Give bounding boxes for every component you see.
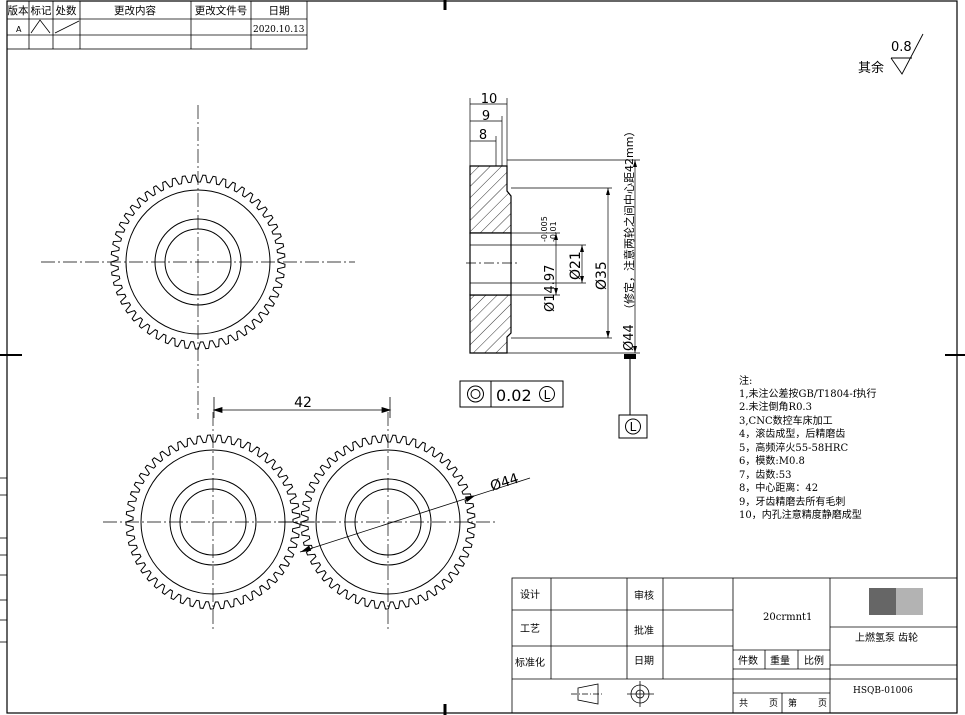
- tb-approve-label: 批准: [634, 624, 654, 637]
- center-distance-dimension: [212, 397, 392, 418]
- tolerance-frame: 0.02 L: [459, 380, 564, 408]
- section-dim-10: 10: [481, 92, 498, 107]
- rev-header-file: 更改文件号: [195, 4, 248, 17]
- rev-version-value: A: [16, 25, 22, 34]
- section-dim-8: 8: [479, 128, 487, 143]
- outer-diameter-value: Ø44: [488, 471, 520, 495]
- revision-table: 版本 标记 处数 更改内容 更改文件号 日期 A 2020.10.13: [6, 0, 308, 50]
- section-dia35-dim: Ø35: [594, 261, 610, 290]
- section-outer-dim: Ø44: [622, 324, 637, 351]
- note-6: 6，模数:M0.8: [739, 454, 805, 467]
- rev-header-count: 处数: [56, 4, 77, 17]
- section-bore-dim: Ø14.97: [543, 265, 558, 312]
- tolerance-value: 0.02: [496, 386, 532, 405]
- tb-standard-label: 标准化: [515, 656, 545, 669]
- rev-header-mark: 标记: [31, 5, 52, 17]
- tb-review-label: 审核: [634, 589, 654, 602]
- datum-marker-label: L: [630, 420, 637, 434]
- rev-header-version: 版本: [8, 4, 29, 17]
- tb-material: 20crmnt1: [763, 612, 812, 623]
- gear-front-view: [41, 105, 355, 419]
- note-7: 7，齿数:53: [739, 468, 791, 481]
- rev-date-value: 2020.10.13: [253, 25, 305, 35]
- tb-design-label: 设计: [520, 588, 540, 601]
- surface-finish-symbol: 其余 0.8: [858, 33, 924, 76]
- surface-finish-value: 0.8: [891, 40, 912, 55]
- outer-diameter-leader: [299, 477, 531, 553]
- tolerance-datum: L: [544, 388, 551, 402]
- tb-process-label: 工艺: [520, 623, 540, 635]
- note-5: 5，高频淬火55-58HRC: [739, 441, 848, 454]
- tb-part-name: 上燃氢泵 齿轮: [855, 631, 918, 644]
- tb-qty-label: 件数: [738, 654, 758, 667]
- section-bore-tol-lower: -0.01: [549, 221, 558, 242]
- section-dim-9: 9: [482, 109, 490, 124]
- tb-drawing-number: HSQB-01006: [853, 686, 913, 696]
- gear-section-view: 10 9 8 Ø14.97 -0.005 -0.01 Ø21 Ø35 Ø44 （…: [466, 92, 640, 354]
- tb-scale-label: 比例: [804, 654, 824, 667]
- rev-header-content: 更改内容: [114, 4, 156, 17]
- tb-no-label: 第: [788, 697, 797, 709]
- technical-notes: 注: 1,未注公差按GB/T1804-f执行 2.未注倒角R0.3 3,CNC数…: [739, 374, 876, 521]
- gear-mesh-right: [278, 412, 498, 632]
- note-3: 3,CNC数控车床加工: [739, 414, 833, 427]
- notes-title: 注:: [739, 374, 752, 387]
- company-logo: [869, 588, 923, 615]
- projection-symbol: [571, 681, 654, 707]
- tb-sheet2-label: 页: [818, 698, 827, 709]
- datum-marker: L: [618, 354, 648, 439]
- note-8: 8，中心距离：42: [739, 481, 818, 494]
- tb-total-label: 共: [739, 698, 748, 709]
- note-1: 1,未注公差按GB/T1804-f执行: [739, 387, 876, 400]
- center-distance-value: 42: [294, 395, 312, 411]
- title-block: 设计 审核 工艺 批准 标准化 日期 20crmnt1 上燃氢泵 齿轮 件数 重…: [511, 577, 958, 714]
- section-bore-tol-upper: -0.005: [540, 216, 549, 242]
- rev-header-date: 日期: [269, 5, 290, 17]
- tb-date-label: 日期: [634, 655, 654, 667]
- note-2: 2.未注倒角R0.3: [739, 400, 812, 413]
- section-hub-dim: Ø21: [568, 251, 584, 280]
- note-4: 4，滚齿成型，后精磨齿: [739, 427, 845, 440]
- surface-finish-label: 其余: [858, 60, 884, 76]
- tb-sheet-label: 页: [769, 698, 778, 709]
- tb-weight-label: 重量: [770, 654, 790, 667]
- note-10: 10，内孔注意精度静磨成型: [739, 508, 862, 521]
- section-center-note: （修定，注意两轮之间中心距42mm）: [622, 126, 636, 315]
- note-9: 9，牙齿精磨去所有毛刺: [739, 495, 845, 508]
